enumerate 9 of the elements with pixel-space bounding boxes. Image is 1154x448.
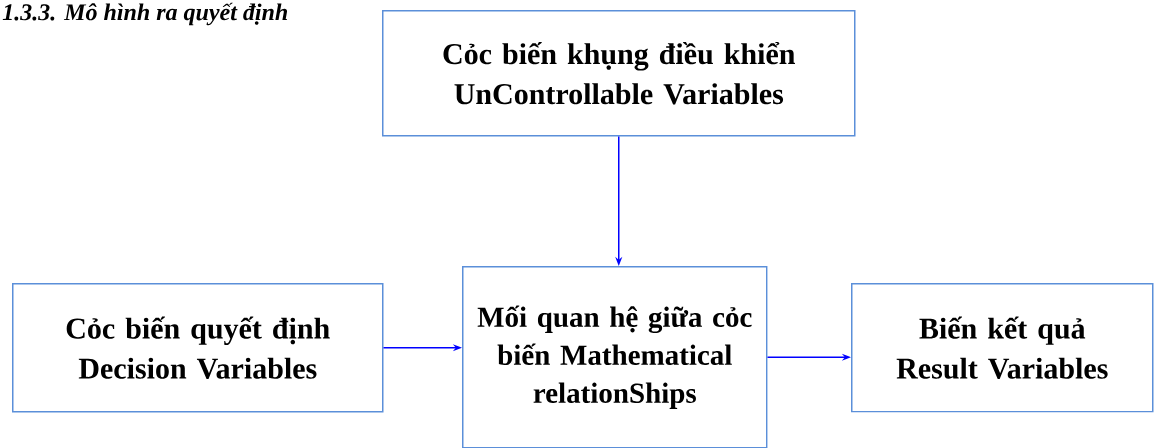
process-box <box>462 266 768 448</box>
node-label: Cỏc biến khụng điều khiển UnControllable Variables <box>443 42 796 105</box>
process-box <box>382 10 856 137</box>
heading: 1.3.3. Mô hình ra quyết định <box>2 2 288 26</box>
node-label: Cỏc biến quyết định Decision Variables <box>66 316 330 379</box>
process-box <box>851 283 1154 413</box>
node-label: Biến kết quả Result Variables <box>896 316 1108 379</box>
process-box <box>12 283 384 413</box>
node-label: Mối quan hệ giữa cỏc biến Mathematical relationShips <box>477 305 752 409</box>
